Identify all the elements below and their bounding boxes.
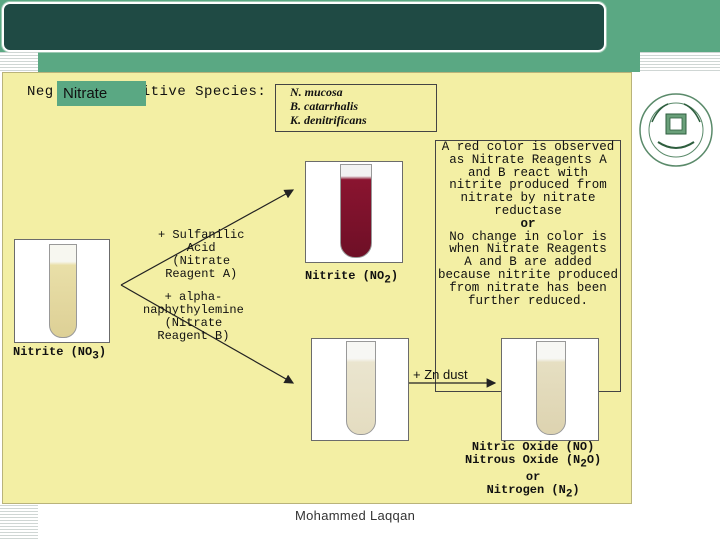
decorative-stripes-right (640, 52, 720, 72)
university-seal-icon (639, 93, 713, 167)
info-line: as Nitrate Reagents A (449, 152, 607, 167)
clear-tube-photo (311, 338, 409, 441)
zinc-tube-photo (501, 338, 599, 441)
info-line: No change in color is (449, 229, 607, 244)
info-line: A red color is observed (441, 140, 615, 154)
nitrate-tag: Nitrate (57, 81, 146, 106)
title-bar (2, 2, 606, 52)
info-line: nitrate by nitrate (460, 191, 596, 206)
nitrate-tube-label: Nitrite (NO3) (13, 345, 107, 363)
info-line: from nitrate has been (449, 280, 607, 295)
reagent-b-label: + alpha- naphythylemine (Nitrate Reagent… (143, 291, 244, 343)
reagent-b-line: Reagent B) (157, 329, 230, 343)
info-line: reductase (494, 203, 562, 218)
info-line: and B react with (467, 165, 589, 180)
zinc-dust-label: + Zn dust (413, 367, 468, 382)
product-line: Nitrogen (N2) (486, 483, 580, 501)
reagent-a-label: + Sulfanilic Acid (Nitrate Reagent A) (158, 229, 244, 281)
reagent-b-line: + alpha- (164, 290, 223, 304)
reagent-a-line: (Nitrate (172, 254, 231, 268)
decorative-stripes-bottom (0, 505, 38, 540)
info-line: further reduced. (467, 293, 589, 308)
decorative-stripes-top (0, 52, 38, 72)
info-line: A and B are added (464, 255, 592, 270)
reagent-a-line: + Sulfanilic (158, 228, 245, 242)
info-line: nitrite produced from (449, 178, 607, 193)
reaction-arrows (120, 189, 497, 388)
species-item: B. catarrhalis (290, 99, 359, 113)
footer-author: Mohammed Laqqan (295, 508, 416, 523)
info-line: when Nitrate Reagents (449, 242, 607, 257)
info-line: or (520, 216, 536, 231)
reagent-a-line: Reagent A) (165, 267, 238, 281)
info-line: because nitrite produced (437, 267, 619, 282)
reagent-b-line: naphythylemine (143, 303, 244, 317)
red-tube-photo (305, 161, 403, 263)
species-list: N. mucosa B. catarrhalis K. denitrifican… (275, 84, 437, 132)
reduction-products: Nitric Oxide (NO) Nitrous Oxide (N2O) or… (465, 441, 601, 502)
product-line: Nitric Oxide (NO) (471, 440, 595, 454)
nitrite-tube-label: Nitrite (NO2) (305, 269, 399, 287)
reagent-a-line: Acid (186, 241, 216, 255)
species-item: K. denitrificans (290, 113, 367, 127)
product-line: or (525, 470, 541, 485)
product-line: Nitrous Oxide (N2O) (465, 453, 602, 471)
reagent-b-line: (Nitrate (164, 316, 223, 330)
nitrate-tube-photo (14, 239, 110, 343)
species-item: N. mucosa (290, 85, 343, 99)
